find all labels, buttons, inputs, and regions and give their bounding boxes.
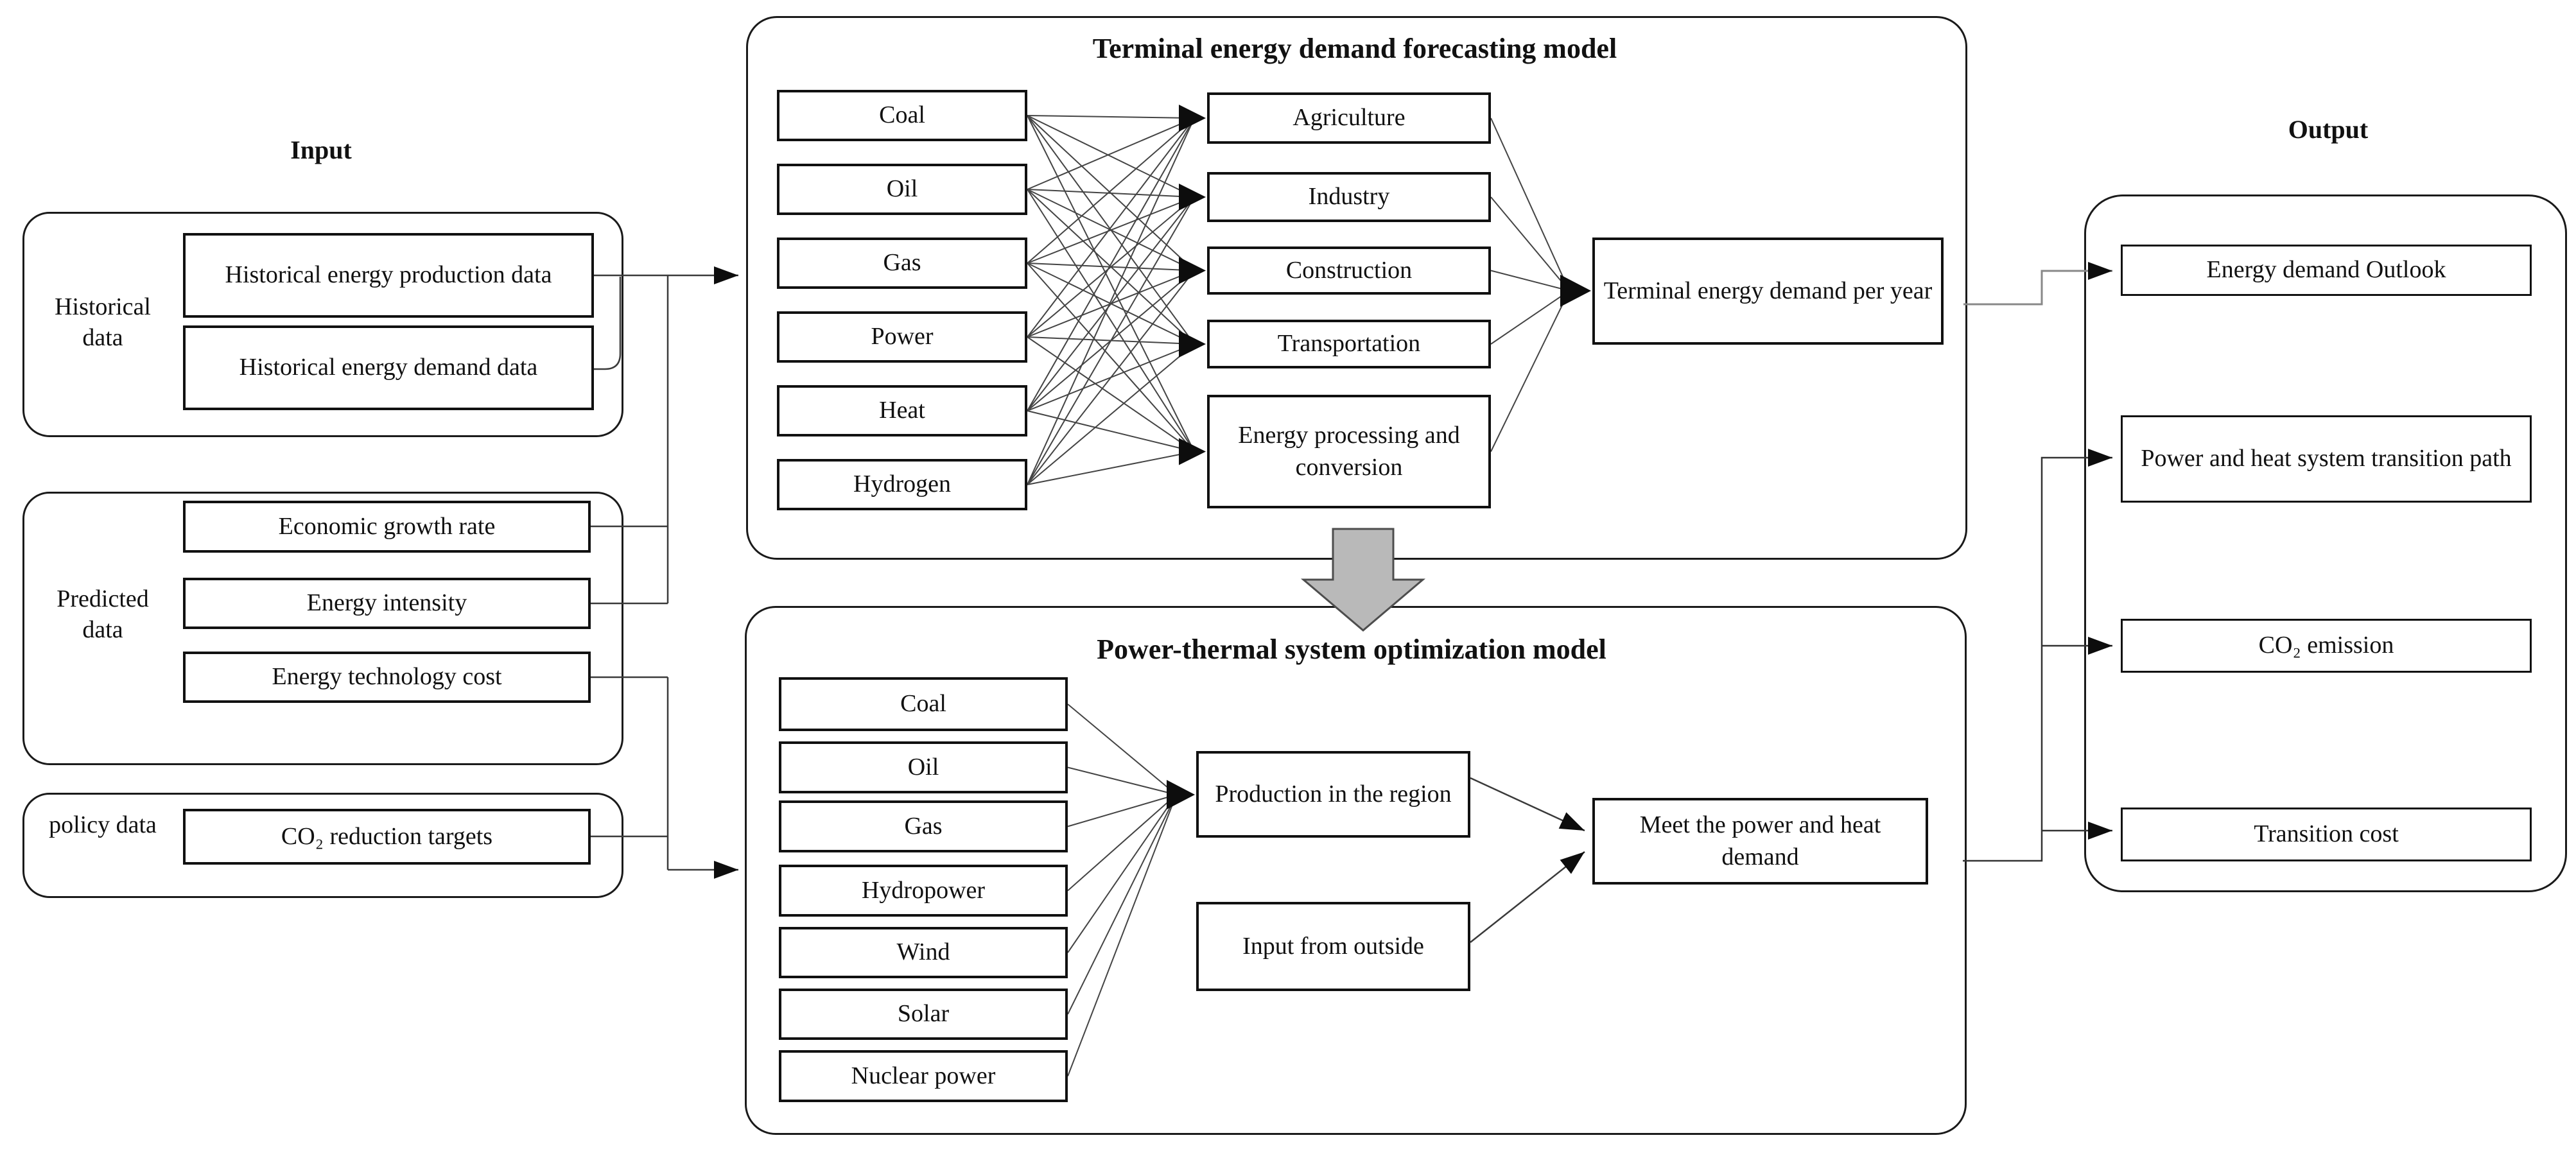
fm-oil-box: Oil [777, 164, 1027, 215]
mesh-line [1067, 794, 1177, 827]
input-connectors [591, 266, 738, 879]
convergence-arrowhead-icon [1179, 105, 1206, 132]
fm-hydrogen-box: Hydrogen [777, 459, 1027, 510]
mesh-line [1027, 410, 1195, 453]
mesh-line [1027, 336, 1195, 453]
convergence-arrowheads [1167, 105, 1591, 809]
om-solar-box: Solar [779, 989, 1068, 1040]
fm-power-box: Power [777, 311, 1027, 363]
mesh-line [1067, 704, 1177, 795]
convergence-arrowhead-icon [1179, 331, 1206, 358]
predicted-data-label: Predicted data [57, 585, 149, 643]
terminal-demand-box: Terminal energy demand per year [1592, 238, 1944, 345]
mesh-line [1027, 117, 1195, 264]
sector-construction-box: Construction [1207, 246, 1491, 295]
policy-data-label: policy data [49, 811, 157, 838]
model-flow-arrow-icon [1300, 528, 1426, 632]
mesh-line [1067, 794, 1177, 1076]
forecast-to-outlook-connector [1963, 262, 2112, 306]
mesh-line [1490, 290, 1570, 452]
mesh-line [1027, 117, 1195, 485]
production-region-box: Production in the region [1196, 751, 1470, 838]
mesh-line [1027, 117, 1195, 411]
predicted-data-group [22, 492, 623, 765]
om-gas-box: Gas [779, 800, 1068, 852]
output-container [2084, 194, 2567, 892]
input-outside-box: Input from outside [1196, 902, 1470, 991]
historical-data-label: Historical data [55, 293, 151, 351]
mesh-line [1027, 115, 1195, 198]
mesh-line [1027, 115, 1195, 452]
historical-production-box: Historical energy production data [183, 233, 594, 318]
mesh-line [1027, 451, 1195, 485]
energy-tech-cost-box: Energy technology cost [183, 652, 591, 703]
historical-demand-box: Historical energy demand data [183, 325, 594, 410]
mesh-line [1490, 270, 1570, 291]
convergence-arrowhead-icon [1179, 184, 1206, 211]
mesh-line [1027, 343, 1195, 485]
co2-targets-box: CO₂ reduction targets [183, 809, 591, 865]
om-hydropower-box: Hydropower [779, 865, 1068, 917]
output-energy-outlook-box: Energy demand Outlook [2121, 245, 2532, 296]
sector-agriculture-box: Agriculture [1207, 92, 1491, 144]
mesh-line [1067, 766, 1177, 795]
mesh-line [1027, 115, 1195, 345]
output-transition-path-box: Power and heat system transition path [2121, 415, 2532, 503]
mesh-line [1067, 794, 1177, 1015]
convergence-arrowhead-icon [1167, 780, 1195, 809]
output-co2-emission-box: CO₂ emission [2121, 619, 2532, 673]
mesh-line [1027, 189, 1195, 345]
policy-data-group [22, 793, 623, 898]
mesh-line [1027, 115, 1195, 272]
sector-transportation-box: Transportation [1207, 320, 1491, 368]
mesh-line [1067, 794, 1177, 892]
mesh-line [1067, 794, 1177, 953]
mesh-line [1027, 263, 1195, 453]
optimization-model-title: Power-thermal system optimization model [1097, 634, 1606, 665]
mesh-line [1027, 189, 1195, 453]
output-heading: Output [2288, 115, 2369, 144]
om-wind-box: Wind [779, 927, 1068, 978]
convergence-arrowhead-icon [1179, 438, 1206, 465]
mesh-line [1027, 343, 1195, 411]
mesh-line [1027, 336, 1195, 345]
historical-data-group [22, 212, 623, 437]
meet-demand-box: Meet the power and heat demand [1592, 798, 1928, 885]
mesh-line [1490, 196, 1570, 291]
mesh-line [1027, 263, 1195, 345]
economic-growth-box: Economic growth rate [183, 501, 591, 553]
sector-energy-processing-box: Energy processing and conversion [1207, 395, 1491, 508]
om-oil-box: Oil [779, 741, 1068, 793]
convergence-arrowhead-icon [1179, 257, 1206, 284]
fm-gas-box: Gas [777, 238, 1027, 289]
input-heading: Input [290, 135, 352, 164]
meet-demand-connectors [1470, 777, 1585, 943]
mesh-line [1027, 117, 1195, 190]
fm-coal-box: Coal [777, 90, 1027, 141]
output-transition-cost-box: Transition cost [2121, 808, 2532, 861]
mesh-line [1490, 290, 1570, 345]
fm-heat-box: Heat [777, 385, 1027, 436]
mesh-line [1490, 117, 1570, 291]
mesh-lines [1027, 115, 1570, 1076]
om-nuclear-box: Nuclear power [779, 1050, 1068, 1102]
output-bus-connectors [1963, 449, 2112, 862]
mesh-line [1027, 115, 1195, 119]
mesh-line [1027, 117, 1195, 338]
forecasting-model-title: Terminal energy demand forecasting model [1092, 33, 1617, 64]
convergence-arrowhead-icon [1560, 275, 1591, 307]
sector-industry-box: Industry [1207, 172, 1491, 222]
om-coal-box: Coal [779, 677, 1068, 731]
energy-intensity-box: Energy intensity [183, 578, 591, 629]
